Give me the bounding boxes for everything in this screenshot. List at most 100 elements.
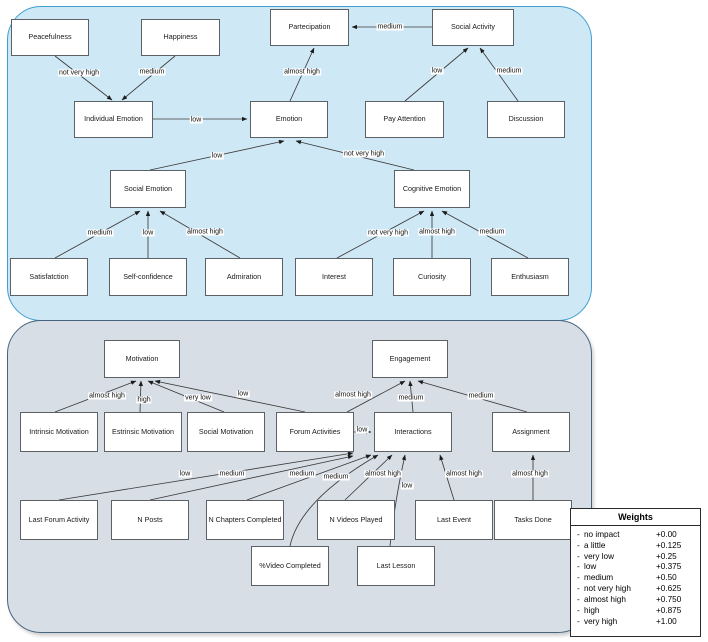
- node-interest[interactable]: Interest: [295, 258, 373, 296]
- edge-label: low: [355, 426, 369, 434]
- node-pay-attention[interactable]: Pay Attention: [365, 101, 444, 138]
- node-label: Emotion: [275, 114, 303, 124]
- weights-title: Weights: [571, 509, 700, 526]
- edge-label: low: [210, 152, 224, 160]
- edge-label: medium: [86, 229, 114, 237]
- weights-term: almost high: [584, 594, 626, 604]
- edge-label: low: [178, 470, 192, 478]
- node-self-confidence[interactable]: Self-confidence: [109, 258, 187, 296]
- node-label: Last Lesson: [376, 560, 416, 570]
- node-label: Individual Emotion: [84, 114, 143, 124]
- node-discussion[interactable]: Discussion: [487, 101, 565, 138]
- weights-dash: -: [577, 616, 580, 626]
- node-label: Social Activity: [451, 22, 495, 32]
- weights-value: +0.625: [656, 584, 682, 594]
- edge-label: almost high: [511, 470, 549, 478]
- weights-value: +0.50: [656, 573, 677, 583]
- edge-label: almost high: [445, 470, 483, 478]
- weights-value: +0.25: [656, 551, 677, 561]
- edge-label: high: [136, 396, 152, 404]
- edge-label: almost high: [283, 68, 321, 76]
- edge-label: medium: [467, 392, 495, 400]
- node-intrinsic-motivation[interactable]: Intrinsic Motivation: [20, 412, 98, 452]
- node-individual-emotion[interactable]: Individual Emotion: [74, 101, 153, 138]
- node-n-posts[interactable]: N Posts: [111, 500, 189, 540]
- node-social-activity[interactable]: Social Activity: [432, 9, 514, 46]
- edge-label: low: [400, 482, 414, 490]
- edge-label: medium: [478, 228, 506, 236]
- node-label: N Posts: [137, 514, 163, 524]
- node-label: Curiosity: [418, 271, 446, 281]
- node-assignment[interactable]: Assignment: [492, 412, 570, 452]
- node-peacefulness[interactable]: Peacefulness: [11, 19, 89, 56]
- weights-row: - medium +0.50: [577, 573, 694, 584]
- weights-value: +0.125: [656, 540, 682, 550]
- node-label: Intrinsic Motivation: [29, 426, 89, 436]
- node-happiness[interactable]: Happiness: [141, 19, 220, 56]
- edge-label: almost high: [364, 470, 402, 478]
- node-engagement[interactable]: Engagement: [372, 340, 448, 378]
- node-n-chapters-completed[interactable]: N Chapters Completed: [206, 500, 284, 540]
- weights-row: - almost high +0.750: [577, 595, 694, 606]
- node-percent-video-completed[interactable]: %Video Completed: [251, 546, 329, 586]
- weights-dash: -: [577, 530, 580, 539]
- weights-term: very low: [584, 551, 615, 561]
- node-satisfatction[interactable]: Satisfatction: [10, 258, 88, 296]
- node-label: Last Event: [437, 514, 471, 524]
- edge-label: almost high: [88, 392, 126, 400]
- node-last-event[interactable]: Last Event: [415, 500, 493, 540]
- node-cognitive-emotion[interactable]: Cognitive Emotion: [394, 170, 470, 208]
- node-motivation[interactable]: Motivation: [104, 340, 180, 378]
- edge-label: almost high: [186, 228, 224, 236]
- weights-dash: -: [577, 562, 580, 572]
- node-social-motivation[interactable]: Social Motivation: [187, 412, 265, 452]
- weights-value: +1.00: [656, 616, 677, 626]
- node-label: Interactions: [394, 426, 432, 436]
- node-label: Social Emotion: [124, 183, 172, 193]
- node-partecipation[interactable]: Partecipation: [270, 9, 349, 46]
- node-label: Estrinsic Motivation: [112, 426, 174, 436]
- node-label: Cognitive Emotion: [402, 183, 462, 193]
- edge-label: not very high: [57, 69, 101, 77]
- weights-term: high: [584, 605, 600, 615]
- weights-value: +0.750: [656, 594, 682, 604]
- node-n-videos-played[interactable]: N Videos Played: [317, 500, 395, 540]
- edge-label: almost high: [334, 391, 372, 399]
- node-forum-activities[interactable]: Forum Activities: [276, 412, 354, 452]
- weights-term: no impact: [584, 530, 620, 539]
- node-label: Peacefulness: [28, 32, 72, 42]
- edge-label: medium: [322, 473, 350, 481]
- node-label: N Chapters Completed: [208, 514, 282, 524]
- edge-label: medium: [495, 67, 523, 75]
- edge-label: medium: [376, 23, 404, 31]
- weights-value: +0.875: [656, 605, 682, 615]
- node-tasks-done[interactable]: Tasks Done: [494, 500, 572, 540]
- node-admiration[interactable]: Admiration: [205, 258, 283, 296]
- weights-row: - a little +0.125: [577, 541, 694, 552]
- node-label: Tasks Done: [514, 514, 552, 524]
- weights-dash: -: [577, 584, 580, 594]
- node-label: Discussion: [508, 114, 544, 124]
- node-last-forum-activity[interactable]: Last Forum Activity: [20, 500, 98, 540]
- weights-term: medium: [584, 573, 614, 583]
- weights-value: +0.00: [656, 530, 677, 539]
- node-last-lesson[interactable]: Last Lesson: [357, 546, 435, 586]
- node-label: Last Forum Activity: [28, 514, 90, 524]
- node-estrinsic-motivation[interactable]: Estrinsic Motivation: [104, 412, 182, 452]
- node-social-emotion[interactable]: Social Emotion: [110, 170, 186, 208]
- node-curiosity[interactable]: Curiosity: [393, 258, 471, 296]
- weights-dash: -: [577, 605, 580, 615]
- weights-row: - very high +1.00: [577, 617, 694, 628]
- node-enthusiasm[interactable]: Enthusiasm: [491, 258, 569, 296]
- edge-label: medium: [288, 470, 316, 478]
- weights-dash: -: [577, 573, 580, 583]
- node-label: Pay Attention: [383, 114, 426, 124]
- node-interactions[interactable]: Interactions: [374, 412, 452, 452]
- edge-label: low: [141, 229, 155, 237]
- node-label: Motivation: [125, 353, 159, 363]
- node-emotion[interactable]: Emotion: [250, 101, 328, 138]
- edge-label: not very high: [342, 150, 386, 158]
- node-label: Forum Activities: [289, 426, 341, 436]
- edge-label: not very high: [366, 229, 410, 237]
- weights-row: - low +0.375: [577, 562, 694, 573]
